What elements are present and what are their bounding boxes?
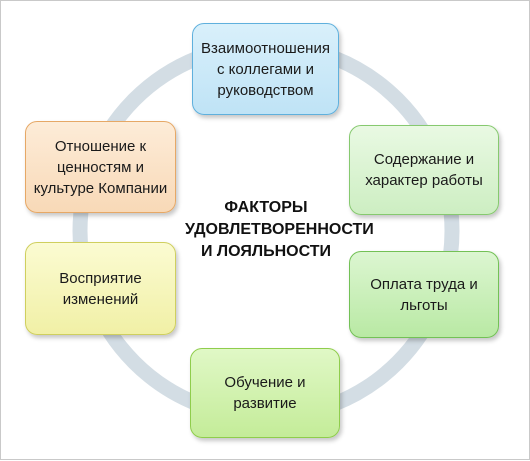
node-relationships: Взаимоотношения с коллегами и руководств… (192, 23, 339, 115)
node-company-values: Отношение к ценностям и культуре Компани… (25, 121, 176, 213)
node-change-perception: Восприятие изменений (25, 242, 176, 335)
node-training: Обучение и развитие (190, 348, 340, 438)
node-pay-benefits: Оплата труда и льготы (349, 251, 499, 338)
node-work-content: Содержание и характер работы (349, 125, 499, 215)
center-title: ФАКТОРЫ УДОВЛЕТВОРЕННОСТИ И ЛОЯЛЬНОСТИ (185, 199, 374, 260)
